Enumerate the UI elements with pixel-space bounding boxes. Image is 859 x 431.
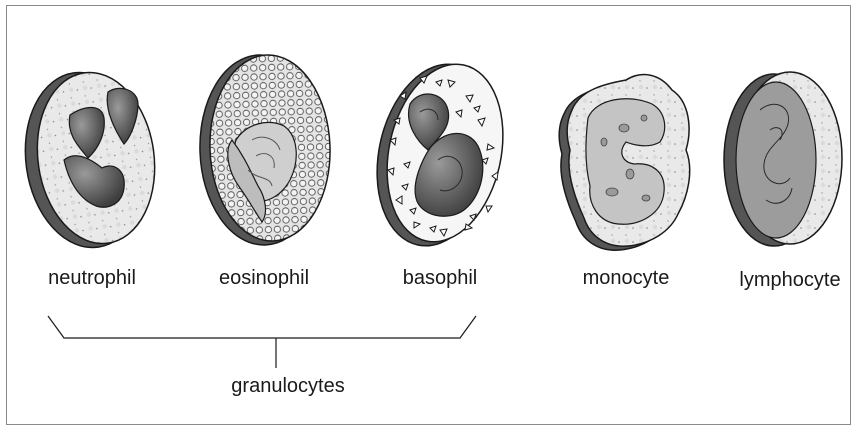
- label-eosinophil: eosinophil: [219, 268, 309, 288]
- label-neutrophil: neutrophil: [48, 268, 136, 288]
- label-lymphocyte: lymphocyte: [739, 270, 840, 290]
- label-granulocytes: granulocytes: [231, 376, 344, 396]
- eosinophil-cell: [197, 53, 333, 247]
- neutrophil-cell: [14, 65, 165, 256]
- label-basophil: basophil: [403, 268, 478, 288]
- lymphocyte-cell: [724, 72, 842, 246]
- monocyte-cell: [559, 75, 689, 251]
- label-monocyte: monocyte: [583, 268, 670, 288]
- granulocytes-bracket: [48, 316, 476, 368]
- basophil-cell: [361, 53, 518, 257]
